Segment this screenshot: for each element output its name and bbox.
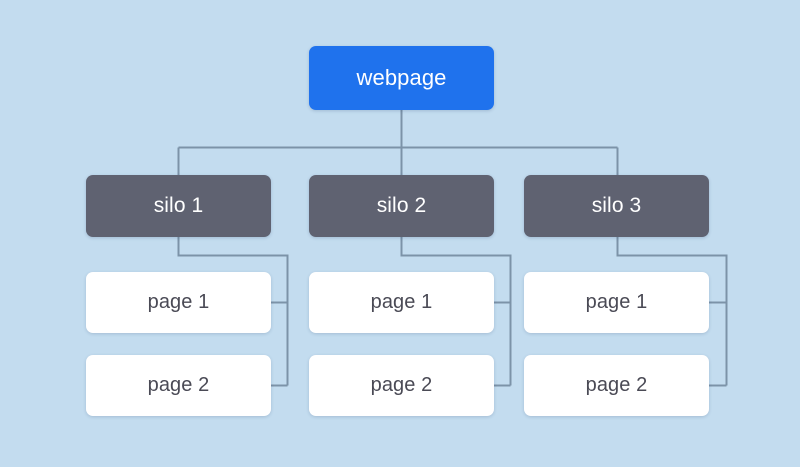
node-silo-3-page-1[interactable]: page 1	[524, 272, 709, 333]
node-silo-2-page-1-label: page 1	[370, 291, 433, 313]
node-silo-3-page-2-label: page 2	[585, 374, 648, 396]
node-silo-2-page-1[interactable]: page 1	[309, 272, 494, 333]
node-silo-3[interactable]: silo 3	[524, 175, 709, 237]
node-silo-2-label: silo 2	[376, 194, 427, 217]
node-silo-1-page-2-label: page 2	[147, 374, 210, 396]
node-webpage-label: webpage	[356, 65, 447, 90]
node-silo-1-label: silo 1	[153, 194, 204, 217]
node-silo-1-page-1[interactable]: page 1	[86, 272, 271, 333]
node-silo-3-page-1-label: page 1	[585, 291, 648, 313]
node-silo-2[interactable]: silo 2	[309, 175, 494, 237]
node-silo-2-page-2[interactable]: page 2	[309, 355, 494, 416]
node-silo-3-page-2[interactable]: page 2	[524, 355, 709, 416]
node-silo-3-label: silo 3	[591, 194, 642, 217]
node-silo-2-page-2-label: page 2	[370, 374, 433, 396]
node-webpage[interactable]: webpage	[309, 46, 494, 110]
node-silo-1-page-1-label: page 1	[147, 291, 210, 313]
node-silo-1-page-2[interactable]: page 2	[86, 355, 271, 416]
node-silo-1[interactable]: silo 1	[86, 175, 271, 237]
